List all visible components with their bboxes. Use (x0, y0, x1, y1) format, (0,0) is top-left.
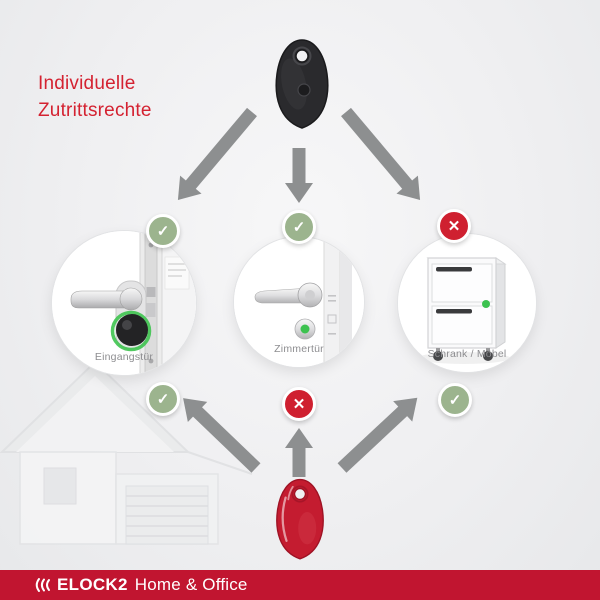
check-icon: ✓ (448, 391, 462, 409)
zimmertuer-handle-image (234, 237, 364, 367)
brand-suffix: Home & Office (134, 575, 248, 594)
eingangstuer-lock-image (52, 231, 196, 375)
badge-bottom-schrank-allowed: ✓ (438, 383, 472, 417)
check-icon: ✓ (292, 218, 306, 236)
badge-bottom-eingangstuer-allowed: ✓ (146, 382, 180, 416)
badge-bottom-zimmertuer-denied: ✕ (282, 387, 316, 421)
page-title: Individuelle Zutrittsrechte (38, 70, 152, 124)
product-circle-schrank: Schrank / Möbel (398, 234, 536, 372)
cross-icon: ✕ (447, 217, 461, 235)
schrank-cabinet-image (398, 234, 536, 372)
check-icon: ✓ (156, 222, 170, 240)
badge-top-schrank-denied: ✕ (437, 209, 471, 243)
house-background-illustration (0, 360, 253, 545)
badge-top-eingangstuer-allowed: ✓ (146, 214, 180, 248)
red-keyfob (276, 478, 324, 560)
black-keyfob (275, 39, 329, 129)
product-label-zimmertuer: Zimmertür (274, 343, 324, 355)
check-icon: ✓ (156, 390, 170, 408)
brand-name: ELOCK2 (57, 575, 128, 594)
product-label-schrank: Schrank / Möbel (427, 348, 507, 360)
product-circle-zimmertuer: Zimmertür (234, 237, 364, 367)
product-label-eingangstuer: Eingangstür (94, 351, 154, 363)
page-title-line1: Individuelle (38, 73, 136, 94)
product-circle-eingangstuer: Eingangstür (52, 231, 196, 375)
badge-top-zimmertuer-allowed: ✓ (282, 210, 316, 244)
page-title-line2: Zutrittsrechte (38, 100, 152, 121)
brand-waves-icon (35, 578, 50, 592)
footer-brand-bar: ELOCK2 Home & Office (0, 570, 600, 600)
cross-icon: ✕ (292, 395, 306, 413)
